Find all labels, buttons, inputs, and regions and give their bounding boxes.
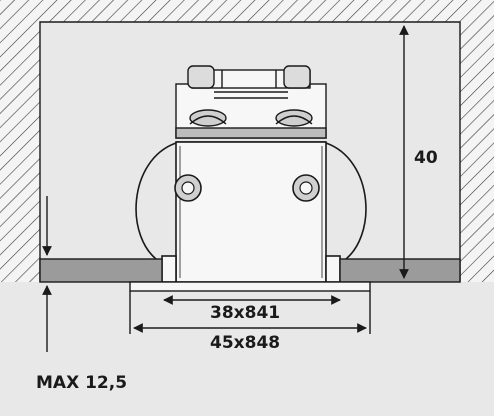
ceiling-panel-right <box>339 258 461 283</box>
inner-width-label: 38x841 <box>210 303 280 323</box>
housing <box>161 141 341 283</box>
top-bracket <box>175 65 327 143</box>
ceiling-panel-left <box>39 258 163 283</box>
cavity-outline <box>39 21 461 282</box>
width-dimensions <box>129 291 371 334</box>
terminal-screw-right <box>283 65 311 89</box>
outer-width-label: 45x848 <box>210 333 280 353</box>
height-label: 40 <box>414 148 438 168</box>
side-screws <box>174 174 320 202</box>
terminal-screw-left <box>187 65 215 89</box>
spring-clips <box>135 142 367 263</box>
max-thickness-label: MAX 12,5 <box>36 373 127 393</box>
cavity-hatching <box>0 0 494 282</box>
front-trim <box>129 281 371 292</box>
